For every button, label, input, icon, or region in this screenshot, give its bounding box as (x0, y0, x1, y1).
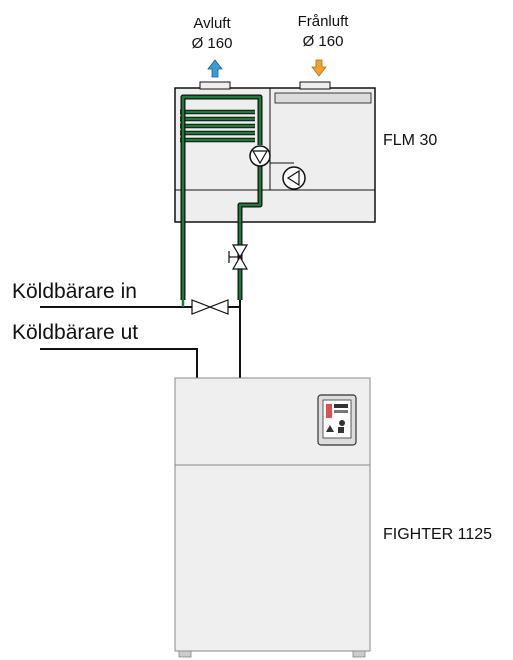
extract-collar (299, 81, 331, 90)
extract-air-label: Frånluft Ø 160 (278, 12, 368, 52)
exhaust-air-name: Avluft (193, 15, 231, 32)
exhaust-air-label: Avluft Ø 160 (167, 14, 257, 54)
heat-exchanger-coil-color (180, 110, 255, 142)
valve-icon (228, 244, 249, 270)
fighter-foot-right (352, 650, 366, 658)
control-panel-icon (317, 394, 357, 446)
arrow-up-icon (207, 59, 223, 78)
flm30-top-panel (274, 92, 372, 104)
fighter-unit (174, 377, 371, 658)
fighter-foot-left (178, 650, 192, 658)
extract-air-name: Frånluft (297, 13, 349, 30)
fan-icon (270, 162, 306, 190)
arrow-down-icon (311, 59, 327, 77)
brine-in-label: Köldbärare in (12, 280, 137, 303)
flm-unit-label: FLM 30 (383, 132, 438, 149)
pump-icon (249, 145, 271, 167)
flm30-unit (174, 81, 376, 300)
extract-air-size: Ø 160 (302, 33, 344, 50)
brine-in-pipe (40, 300, 241, 380)
flm30-body (174, 87, 376, 223)
exhaust-collar (199, 81, 231, 90)
valve-icon (191, 299, 229, 315)
exhaust-air-size: Ø 160 (191, 35, 233, 52)
fighter-unit-label: FIGHTER 1125 (383, 526, 493, 543)
brine-out-label: Köldbärare ut (12, 321, 139, 344)
brine-out-pipe (40, 348, 198, 380)
